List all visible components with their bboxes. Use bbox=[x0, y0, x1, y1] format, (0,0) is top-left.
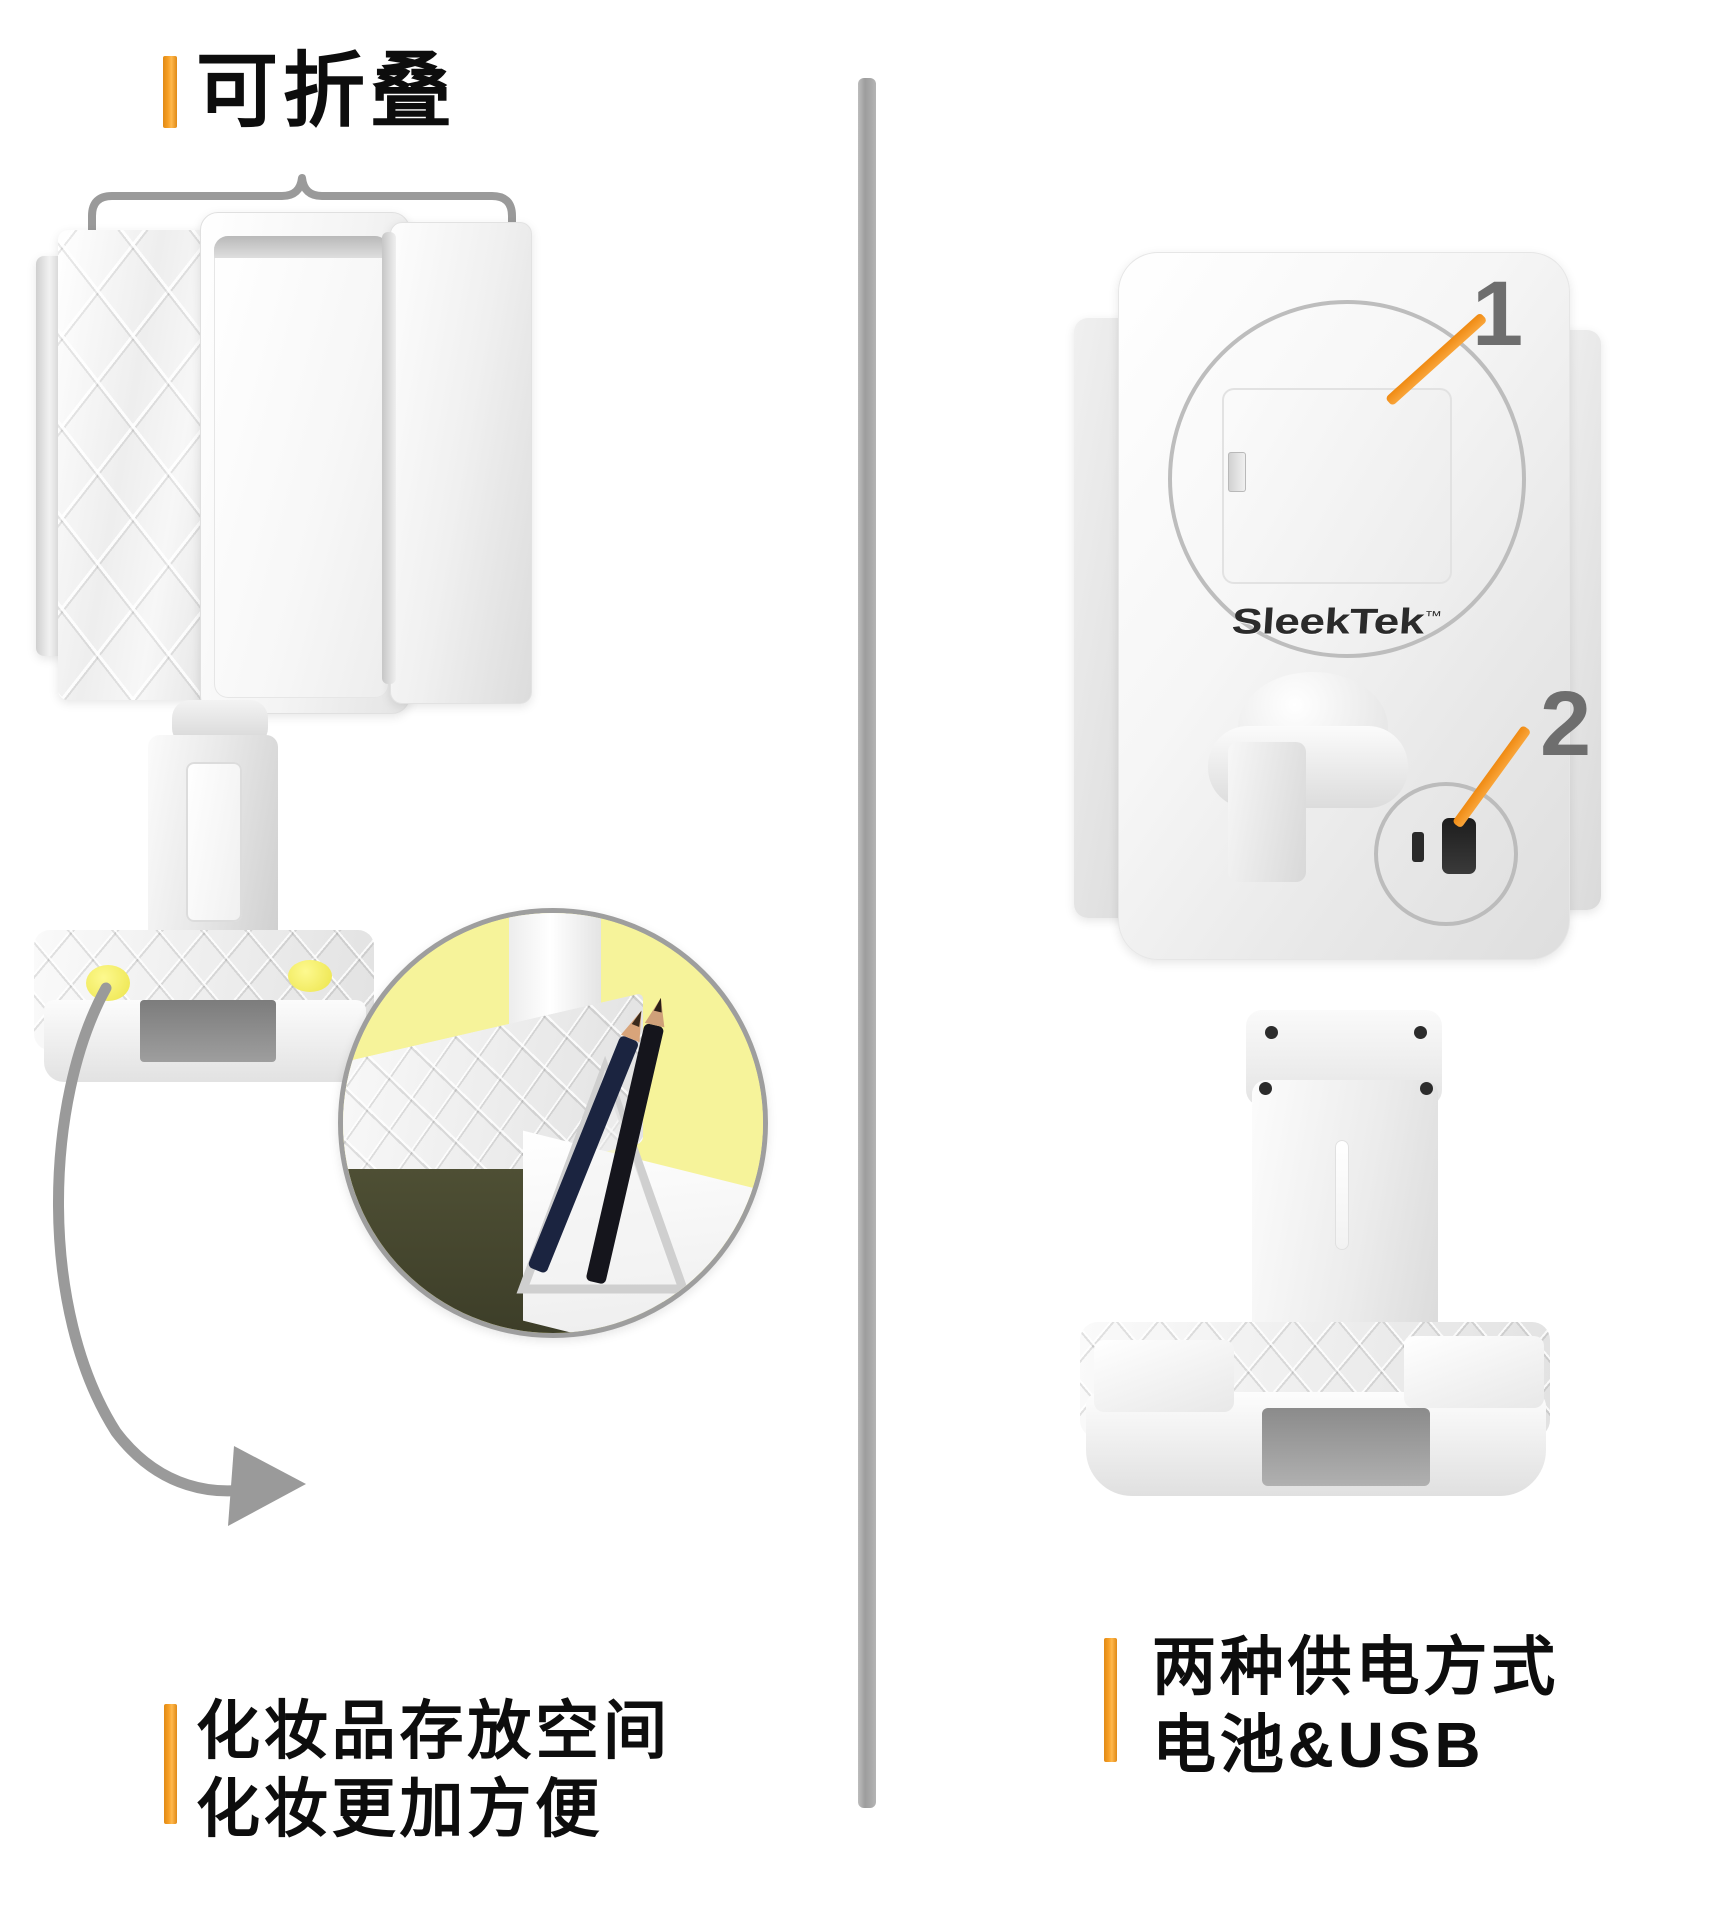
page-title: 可折叠 bbox=[196, 46, 457, 137]
storage-well-right bbox=[288, 960, 332, 992]
rear-base-left-well bbox=[1094, 1340, 1234, 1412]
screw-top-left bbox=[1265, 1026, 1278, 1039]
mirror-wing-right-edge bbox=[382, 232, 396, 684]
callout-1-number: 1 bbox=[1472, 263, 1524, 365]
callout-2-number: 2 bbox=[1540, 673, 1592, 775]
brand-logo: SleekTek™ bbox=[1231, 600, 1443, 642]
rear-base-center-cavity bbox=[1262, 1408, 1430, 1486]
usb-port-socket bbox=[1442, 818, 1476, 874]
left-caption-line-1: 化妆品存放空间 bbox=[196, 1695, 671, 1767]
screw-mid-left bbox=[1259, 1082, 1272, 1095]
folding-arm-slot bbox=[1335, 1140, 1349, 1250]
left-caption-line-2: 化妆更加方便 bbox=[196, 1773, 604, 1845]
rear-base-right-well bbox=[1404, 1336, 1544, 1408]
screw-top-right bbox=[1414, 1026, 1427, 1039]
battery-compartment-door bbox=[1222, 388, 1452, 584]
vertical-divider bbox=[858, 78, 876, 1808]
mirror-main-inner-face bbox=[214, 236, 389, 698]
base-center-cavity bbox=[140, 1000, 276, 1062]
trademark-symbol: ™ bbox=[1423, 608, 1442, 624]
right-caption-line-1: 两种供电方式 bbox=[1152, 1631, 1560, 1703]
screw-mid-right bbox=[1420, 1082, 1433, 1095]
battery-compartment-ring bbox=[1168, 300, 1526, 658]
stand-stem-slot bbox=[186, 762, 242, 922]
cosmetic-pencils-icon bbox=[528, 997, 665, 1284]
mirror-wing-right bbox=[390, 222, 532, 704]
caption-accent-bar-left bbox=[164, 1704, 177, 1824]
brand-logo-text: SleekTek bbox=[1230, 600, 1426, 642]
battery-door-latch bbox=[1228, 452, 1246, 492]
rear-neck-shaft bbox=[1228, 742, 1306, 882]
heading-accent-bar-left bbox=[163, 56, 177, 128]
right-caption-line-2: 电池&USB bbox=[1152, 1709, 1485, 1781]
storage-closeup-inset bbox=[338, 908, 768, 1338]
caption-accent-bar-right bbox=[1104, 1638, 1117, 1762]
mirror-wing-left-quilted bbox=[58, 230, 208, 700]
mirror-main-top-shade bbox=[214, 236, 389, 258]
curly-brace-icon bbox=[88, 174, 516, 272]
usb-port-pin bbox=[1412, 832, 1424, 862]
curved-arrow-icon bbox=[53, 982, 306, 1526]
usb-port-ring bbox=[1374, 782, 1518, 926]
